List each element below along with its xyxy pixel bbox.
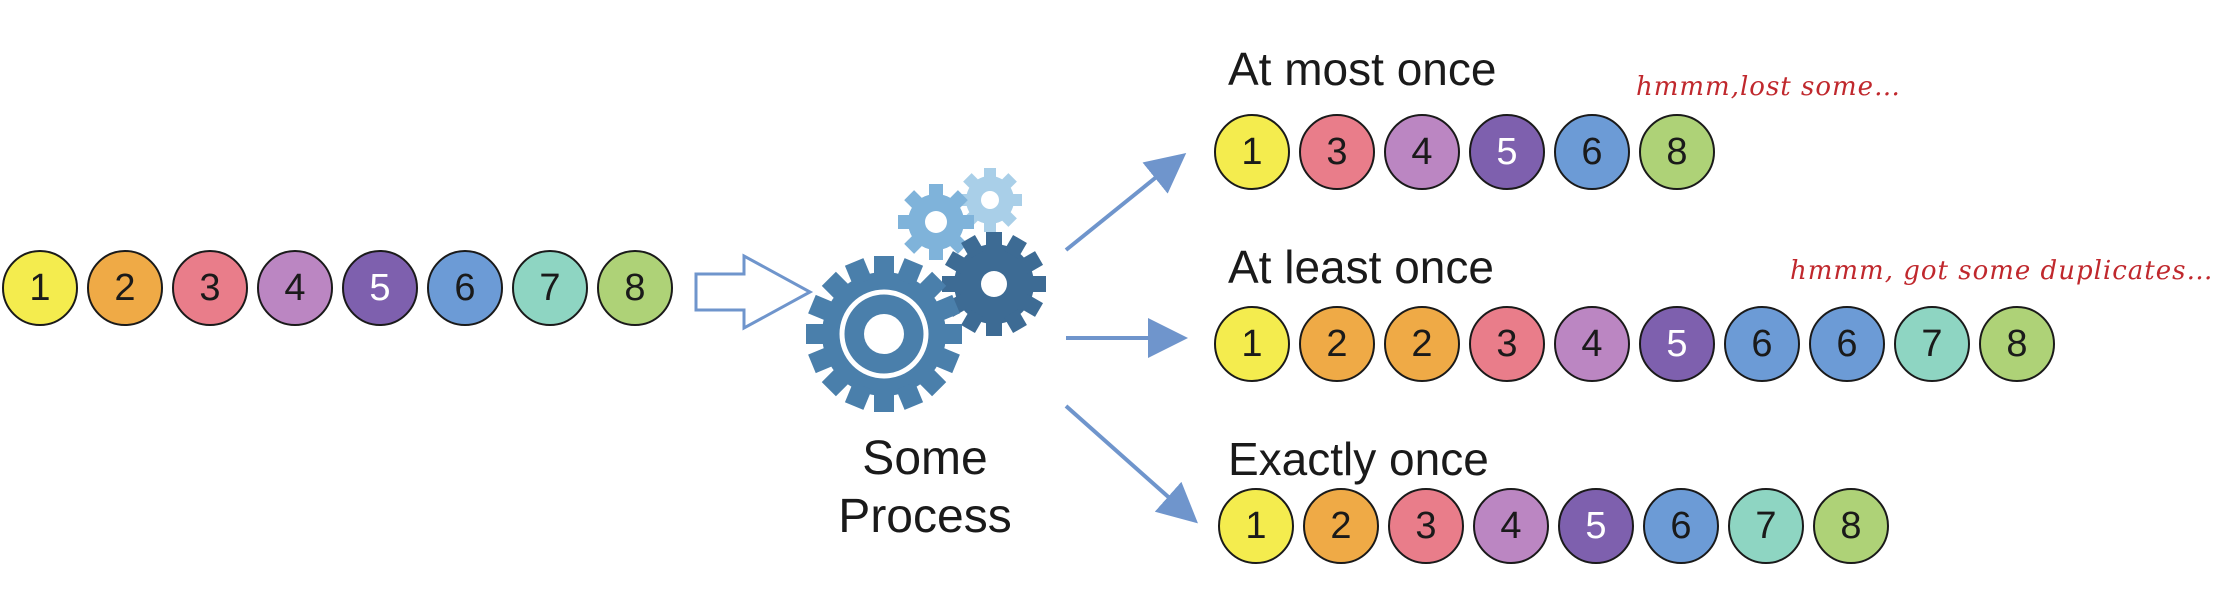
number-ball: 7 bbox=[512, 250, 588, 326]
number-ball: 8 bbox=[1639, 114, 1715, 190]
number-ball: 4 bbox=[257, 250, 333, 326]
number-ball: 6 bbox=[1643, 488, 1719, 564]
process-label: Some Process bbox=[790, 430, 1060, 546]
number-ball: 3 bbox=[1299, 114, 1375, 190]
input-arrow bbox=[694, 253, 814, 331]
number-ball: 6 bbox=[1554, 114, 1630, 190]
number-ball: 4 bbox=[1384, 114, 1460, 190]
number-ball: 2 bbox=[1303, 488, 1379, 564]
number-ball: 8 bbox=[1813, 488, 1889, 564]
at-least-once-title: At least once bbox=[1228, 241, 1494, 293]
at-most-once-title: At most once bbox=[1228, 43, 1497, 95]
number-ball: 5 bbox=[1639, 306, 1715, 382]
number-ball: 2 bbox=[1384, 306, 1460, 382]
number-ball: 3 bbox=[1469, 306, 1545, 382]
number-ball: 7 bbox=[1728, 488, 1804, 564]
number-ball: 8 bbox=[1979, 306, 2055, 382]
gears-icon bbox=[806, 168, 1046, 412]
number-ball: 3 bbox=[1388, 488, 1464, 564]
number-ball: 4 bbox=[1473, 488, 1549, 564]
exactly-once-title: Exactly once bbox=[1228, 433, 1489, 485]
number-ball: 8 bbox=[597, 250, 673, 326]
at-most-once-note: hmmm,lost some… bbox=[1636, 72, 1902, 102]
arrow-to-at-most-once bbox=[1064, 152, 1187, 252]
number-ball: 7 bbox=[1894, 306, 1970, 382]
number-ball: 1 bbox=[1218, 488, 1294, 564]
process-label-line2: Process bbox=[838, 490, 1012, 543]
at-least-once-note: hmmm, got some duplicates… bbox=[1790, 256, 2214, 286]
number-ball: 6 bbox=[1724, 306, 1800, 382]
number-ball: 5 bbox=[342, 250, 418, 326]
number-ball: 2 bbox=[87, 250, 163, 326]
process-label-line1: Some bbox=[862, 432, 988, 485]
number-ball: 1 bbox=[2, 250, 78, 326]
number-ball: 3 bbox=[172, 250, 248, 326]
number-ball: 4 bbox=[1554, 306, 1630, 382]
number-ball: 1 bbox=[1214, 114, 1290, 190]
number-ball: 5 bbox=[1558, 488, 1634, 564]
number-ball: 1 bbox=[1214, 306, 1290, 382]
number-ball: 6 bbox=[1809, 306, 1885, 382]
number-ball: 5 bbox=[1469, 114, 1545, 190]
arrow-to-exactly-once bbox=[1064, 404, 1198, 524]
number-ball: 2 bbox=[1299, 306, 1375, 382]
number-ball: 6 bbox=[427, 250, 503, 326]
